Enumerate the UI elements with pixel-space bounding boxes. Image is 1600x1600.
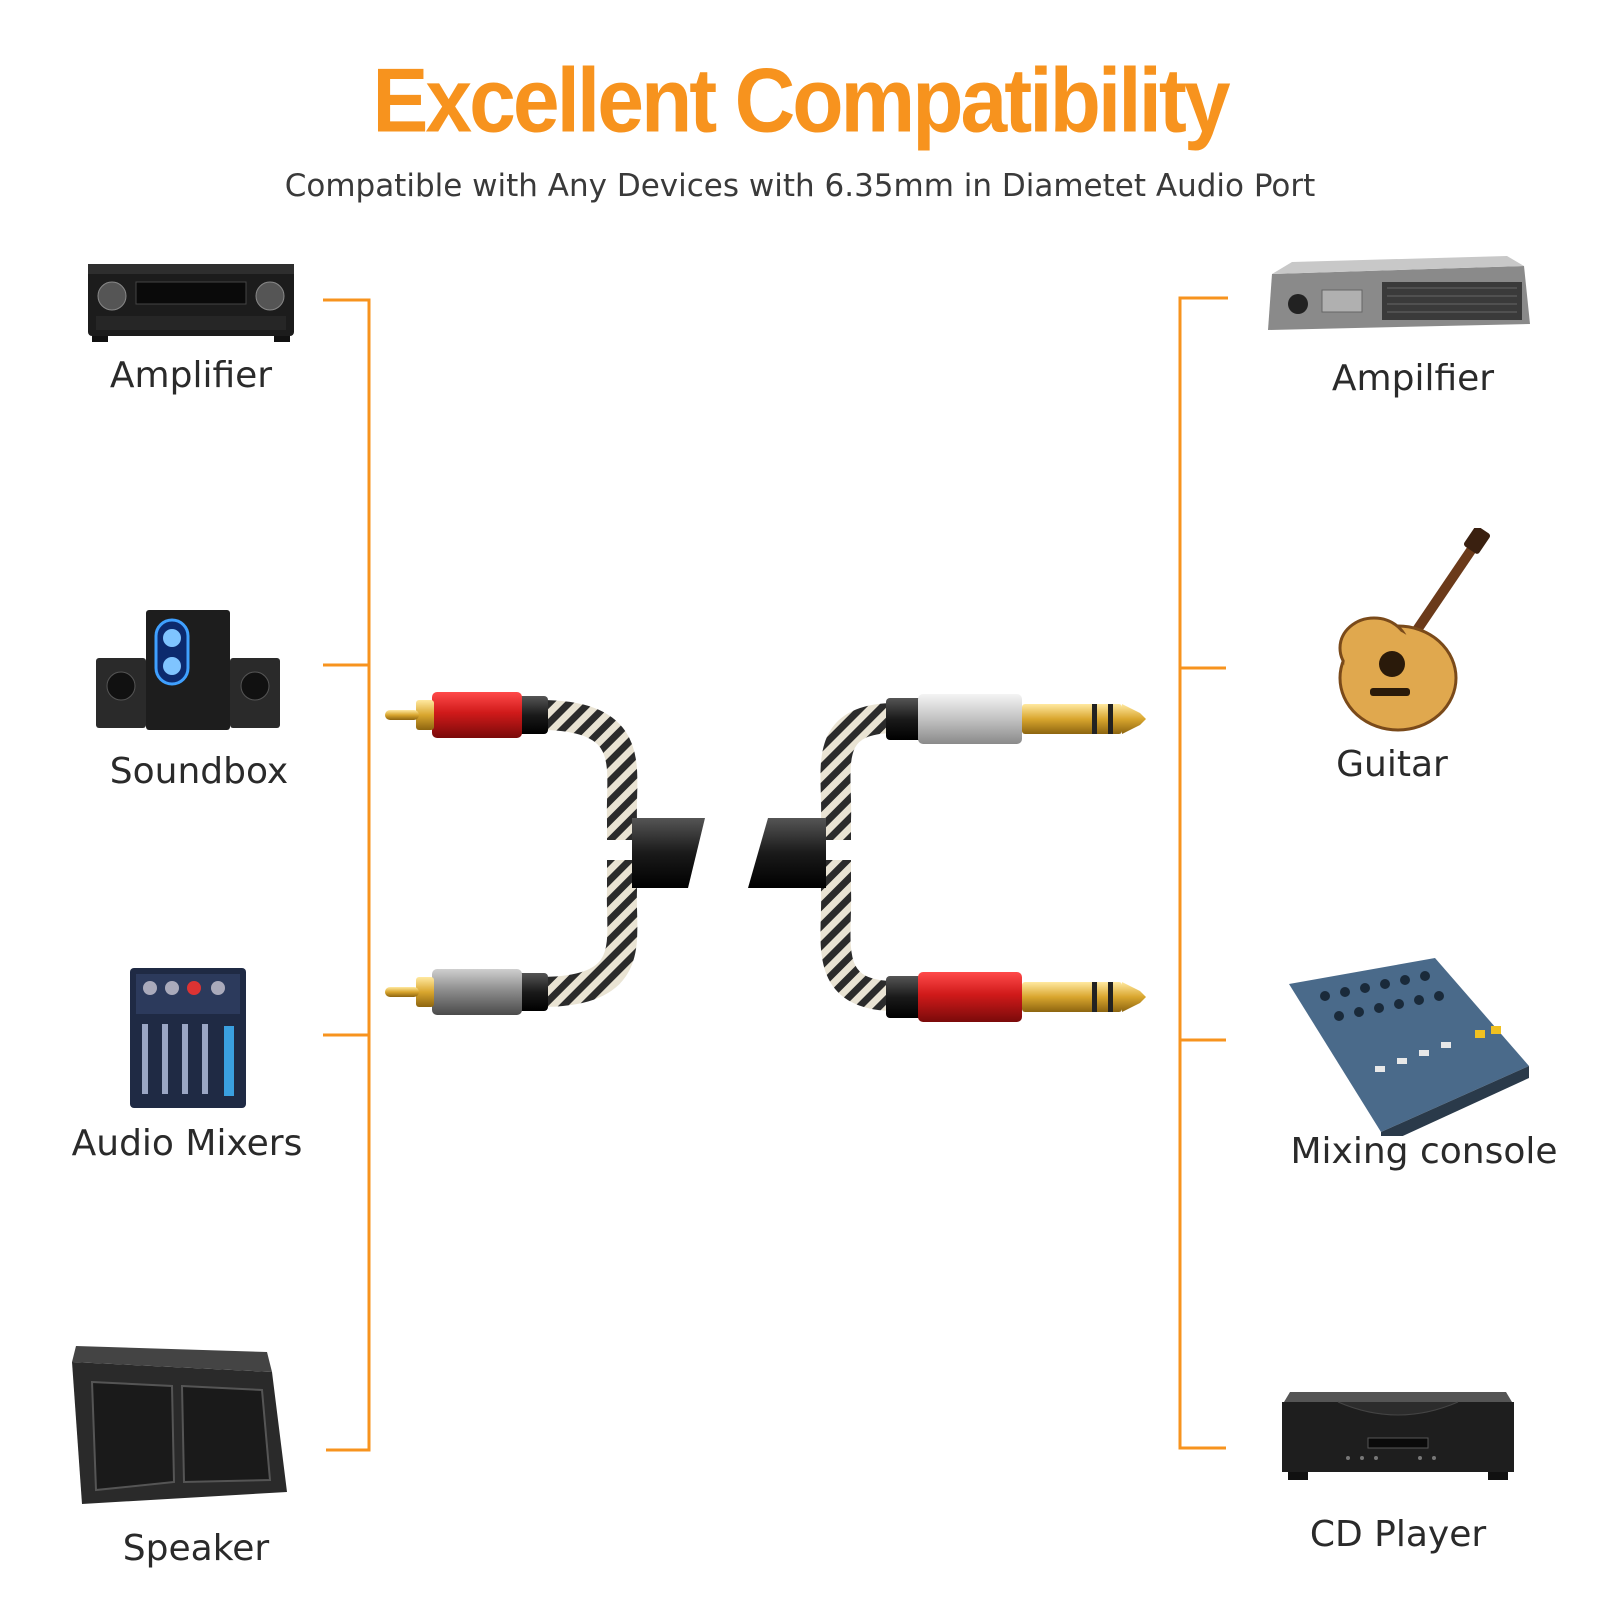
loudspeaker-cabinet-icon bbox=[62, 1342, 292, 1512]
cd-player-icon bbox=[1278, 1388, 1518, 1488]
device-label-mixing-console: Mixing console bbox=[1290, 1131, 1558, 1172]
speaker-system-icon bbox=[94, 608, 284, 738]
rack-amplifier-icon bbox=[1262, 254, 1537, 334]
device-label-soundbox: Soundbox bbox=[109, 751, 289, 792]
mixing-console-icon bbox=[1285, 956, 1530, 1136]
device-label-amplifier: Amplifier bbox=[109, 355, 273, 396]
device-label-speaker: Speaker bbox=[122, 1528, 270, 1569]
jack-cable-illustration bbox=[748, 694, 1146, 1022]
audio-mixer-icon bbox=[128, 966, 248, 1111]
page-subtitle: Compatible with Any Devices with 6.35mm … bbox=[284, 168, 1316, 204]
right-bracket bbox=[1178, 296, 1228, 1450]
device-label-guitar: Guitar bbox=[1336, 744, 1448, 785]
av-receiver-icon bbox=[86, 260, 296, 345]
device-label-audio-mixers: Audio Mixers bbox=[71, 1123, 303, 1164]
device-label-cd-player: CD Player bbox=[1309, 1514, 1487, 1555]
acoustic-guitar-icon bbox=[1328, 528, 1498, 738]
rca-cable-illustration bbox=[385, 692, 705, 1015]
page-title: Excellent Compatibility bbox=[372, 49, 1230, 151]
device-label-ampilfier: Ampilfier bbox=[1331, 358, 1495, 399]
left-bracket bbox=[323, 298, 371, 1452]
